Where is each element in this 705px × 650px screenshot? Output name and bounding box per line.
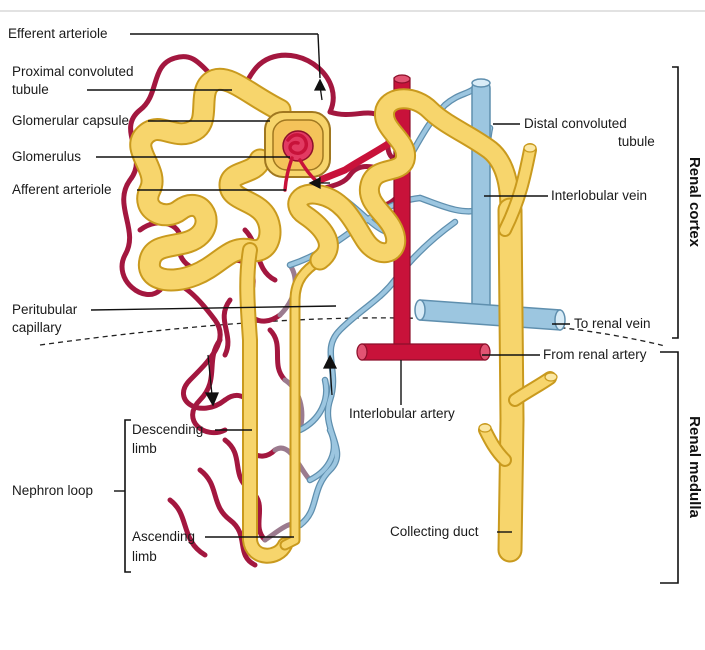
label-ascending-line1: Ascending [132, 529, 195, 544]
label-descending-line2: limb [132, 441, 157, 456]
label-glomerular-capsule: Glomerular capsule [12, 113, 129, 128]
label-glomerulus: Glomerulus [12, 149, 81, 164]
region-label-cortex: Renal cortex [686, 157, 703, 248]
label-proximal-tubule-line1: Proximal convoluted [12, 64, 134, 79]
label-interlobular-vein: Interlobular vein [551, 188, 647, 203]
label-descending-line1: Descending [132, 422, 203, 437]
label-peritubular-line1: Peritubular [12, 302, 78, 317]
label-distal-tubule-line1: Distal convoluted [524, 116, 627, 131]
label-collecting-duct: Collecting duct [390, 524, 479, 539]
label-interlobular-artery: Interlobular artery [349, 406, 455, 421]
label-efferent-arteriole: Efferent arteriole [8, 26, 108, 41]
label-from-renal-artery: From renal artery [543, 347, 647, 362]
label-nephron-loop: Nephron loop [12, 483, 93, 498]
label-peritubular-line2: capillary [12, 320, 62, 335]
label-afferent-arteriole: Afferent arteriole [12, 182, 112, 197]
label-to-renal-vein: To renal vein [574, 316, 651, 331]
label-distal-tubule-line2: tubule [618, 134, 655, 149]
label-ascending-line2: limb [132, 549, 157, 564]
region-label-medulla: Renal medulla [686, 416, 703, 518]
label-proximal-tubule-line2: tubule [12, 82, 49, 97]
